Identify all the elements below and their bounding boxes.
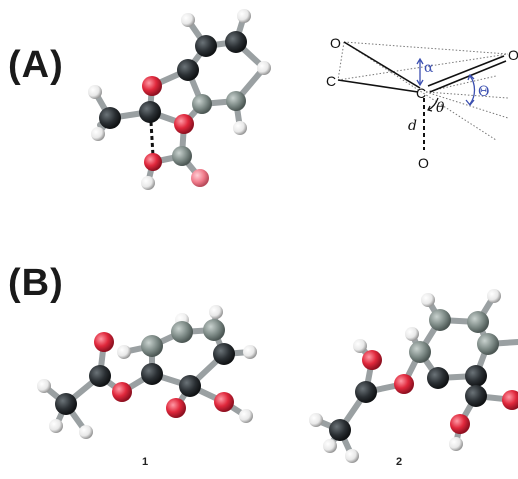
hydrogen-atom — [257, 61, 271, 75]
hbond-dash-a — [149, 121, 155, 157]
oxygen-atom — [144, 153, 162, 171]
theta-small-arc — [427, 97, 439, 111]
hydrogen-atom — [421, 293, 435, 307]
hydrogen-atom — [449, 437, 463, 451]
carbon-atom-grey — [477, 333, 499, 355]
carbon-atom — [465, 385, 487, 407]
atom-label-o-bottom: O — [418, 155, 429, 171]
hydrogen-atom — [141, 176, 155, 190]
hydrogen-atom — [49, 419, 63, 433]
carbon-atom-grey — [226, 91, 246, 111]
hydrogen-atom — [37, 379, 51, 393]
oxygen-atom-light — [191, 169, 209, 187]
carbon-atom-grey — [429, 309, 451, 331]
carbon-atom — [213, 343, 235, 365]
oxygen-atom — [214, 392, 234, 412]
panel-b-label: (B) — [8, 262, 64, 304]
carbon-atom — [427, 367, 449, 389]
hydrogen-atom — [405, 327, 419, 341]
carbon-atom-grey — [203, 319, 225, 341]
atoms-a — [88, 9, 271, 190]
carbon-atom-grey — [192, 94, 212, 114]
oxygen-atom — [502, 390, 518, 410]
hydrogen-atom — [239, 409, 253, 423]
atom-label-c-left: C — [326, 73, 336, 89]
carbon-atom — [55, 393, 77, 415]
oxygen-atom — [166, 398, 186, 418]
oxygen-atom — [174, 114, 194, 134]
carbon-atom — [141, 363, 163, 385]
atom-label-o-top-left: O — [330, 35, 341, 51]
hydrogen-atom — [91, 127, 105, 141]
carbon-atom — [355, 381, 377, 403]
geometry-schematic: O O C C O α Θ θ d — [326, 35, 518, 171]
theta-big-symbol: Θ — [478, 84, 489, 100]
hydrogen-atom — [353, 339, 367, 353]
hydrogen-atom — [243, 345, 257, 359]
panel-a-label: (A) — [8, 44, 64, 86]
oxygen-atom — [112, 382, 132, 402]
carbon-atom — [465, 365, 487, 387]
carbon-atom — [225, 31, 247, 53]
oxygen-atom — [142, 76, 162, 96]
hydrogen-atom — [323, 439, 337, 453]
carbon-atom — [139, 101, 161, 123]
carbon-atom — [329, 419, 351, 441]
hydrogen-atom — [209, 305, 223, 319]
carbon-atom-grey — [467, 311, 489, 333]
carbon-atom — [195, 35, 217, 57]
solid-bonds — [337, 41, 507, 93]
carbon-atom — [89, 365, 111, 387]
oxygen-atom — [450, 414, 470, 434]
alpha-symbol: α — [424, 60, 434, 76]
angle-arrows — [416, 57, 476, 107]
hydrogen-atom — [79, 425, 93, 439]
hydrogen-atom — [181, 13, 195, 27]
hydrogen-atom — [309, 413, 323, 427]
carbon-atom — [179, 375, 201, 397]
distance-d-symbol: d — [408, 118, 417, 134]
carbon-atom-grey — [141, 335, 163, 357]
carbon-atom — [177, 59, 199, 81]
carbon-atom-grey — [171, 321, 193, 343]
carbon-atom-grey — [172, 146, 192, 166]
structure-2 — [309, 289, 518, 463]
hydrogen-atom — [237, 9, 251, 23]
oxygen-atom — [394, 374, 414, 394]
carbon-atom — [99, 107, 121, 129]
theta-small-symbol: θ — [436, 100, 445, 116]
carbon-atom-grey — [409, 341, 431, 363]
atom-label-c-center: C — [416, 85, 426, 101]
hydrogen-atom — [233, 121, 247, 135]
structure-2-label: 2 — [396, 456, 403, 468]
hydrogen-atom — [117, 345, 131, 359]
oxygen-atom — [94, 332, 114, 352]
structure-1 — [37, 305, 257, 439]
oxygen-atom — [362, 350, 382, 370]
hydrogen-atom — [345, 449, 359, 463]
atom-label-o-top-right: O — [508, 47, 518, 63]
hydrogen-atom — [88, 85, 102, 99]
hydrogen-atom — [487, 289, 501, 303]
structure-1-label: 1 — [142, 456, 149, 468]
